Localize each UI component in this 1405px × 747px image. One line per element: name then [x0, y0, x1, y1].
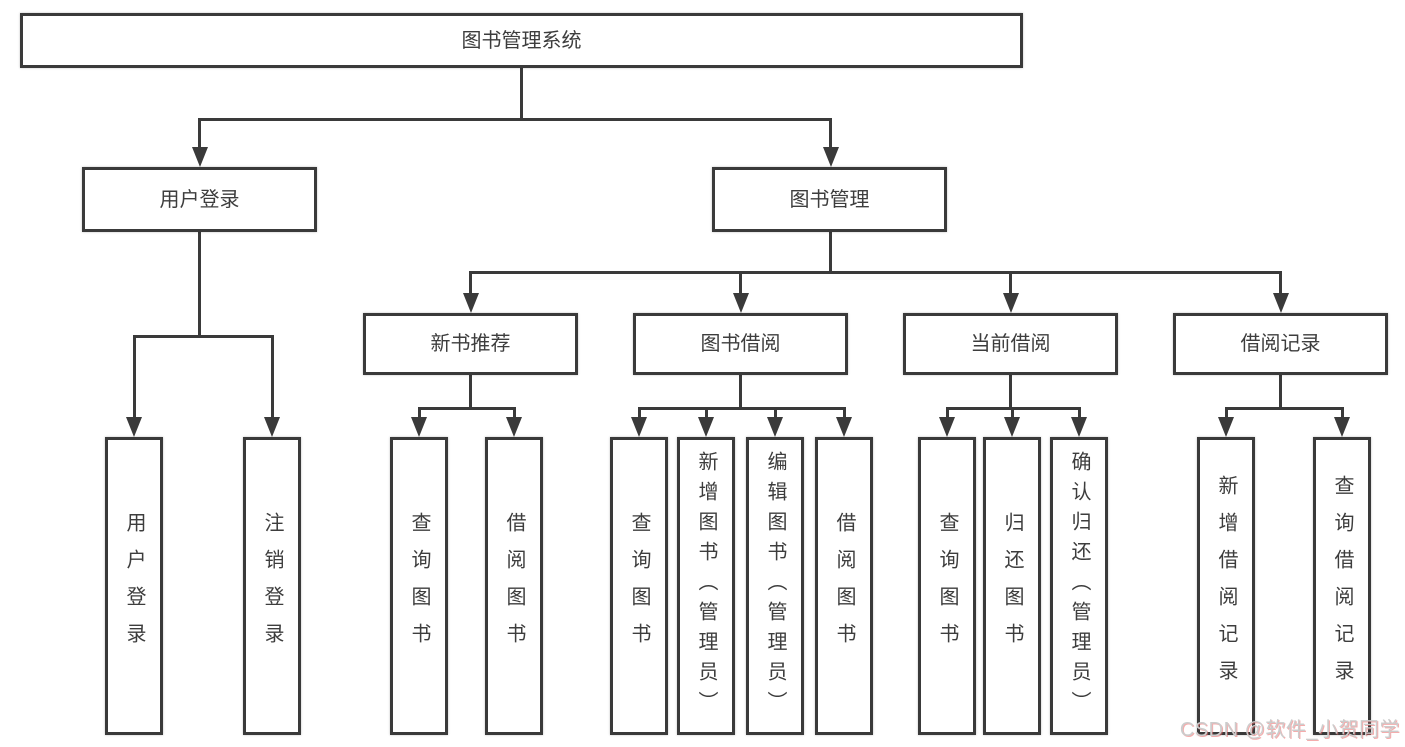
- node-label-leaf-query-book-3: 查询图书: [936, 512, 958, 660]
- arrowhead-icon: [191, 147, 208, 167]
- arrowhead-icon: [1334, 417, 1350, 437]
- node-label-leaf-query-book-1: 查询图书: [408, 512, 430, 660]
- connector-line: [842, 407, 846, 419]
- connector-line: [739, 271, 742, 295]
- arrowhead-icon: [126, 417, 142, 437]
- connector-line: [739, 375, 742, 410]
- arrowhead-icon: [1218, 417, 1234, 437]
- node-label-new-book-rec: 新书推荐: [430, 333, 511, 355]
- connector-line: [637, 407, 641, 419]
- connector-line: [469, 271, 1282, 274]
- arrowhead-icon: [1071, 417, 1087, 437]
- node-leaf-borrow-book-1: 借阅图书: [485, 437, 543, 735]
- node-label-leaf-confirm-return: 确认归还（管理员）: [1068, 451, 1090, 721]
- node-leaf-borrow-book-2: 借阅图书: [815, 437, 873, 735]
- node-leaf-logout: 注销登录: [243, 437, 301, 735]
- arrowhead-icon: [939, 417, 955, 437]
- node-label-leaf-return-book: 归还图书: [1001, 512, 1023, 660]
- connector-line: [829, 118, 832, 149]
- node-book-borrow: 图书借阅: [633, 313, 848, 375]
- node-label-leaf-edit-book: 编辑图书（管理员）: [764, 451, 786, 721]
- arrowhead-icon: [631, 417, 647, 437]
- node-leaf-edit-book: 编辑图书（管理员）: [746, 437, 804, 735]
- connector-line: [417, 407, 516, 410]
- arrowhead-icon: [698, 417, 714, 437]
- arrowhead-icon: [264, 417, 280, 437]
- connector-line: [773, 407, 777, 419]
- node-label-user-login: 用户登录: [159, 188, 240, 211]
- connector-line: [469, 271, 472, 295]
- arrowhead-icon: [1272, 293, 1289, 313]
- node-leaf-confirm-return: 确认归还（管理员）: [1050, 437, 1108, 735]
- node-label-leaf-logout: 注销登录: [261, 512, 283, 660]
- node-label-borrow-record: 借阅记录: [1240, 333, 1321, 355]
- connector-line: [132, 335, 136, 419]
- connector-line: [704, 407, 708, 419]
- arrowhead-icon: [822, 147, 839, 167]
- arrowhead-icon: [1002, 293, 1019, 313]
- node-current-borrow: 当前借阅: [903, 313, 1118, 375]
- connector-line: [829, 232, 832, 274]
- node-leaf-add-book: 新增图书（管理员）: [677, 437, 735, 735]
- connector-line: [637, 407, 846, 410]
- node-label-leaf-query-borrow-record: 查询借阅记录: [1331, 475, 1353, 697]
- node-label-leaf-borrow-book-1: 借阅图书: [503, 512, 525, 660]
- node-borrow-record: 借阅记录: [1173, 313, 1388, 375]
- node-book-mgmt: 图书管理: [712, 167, 947, 232]
- node-label-root: 图书管理系统: [461, 29, 582, 52]
- arrowhead-icon: [462, 293, 479, 313]
- node-root: 图书管理系统: [20, 13, 1023, 68]
- node-leaf-query-book-2: 查询图书: [610, 437, 668, 735]
- arrowhead-icon: [767, 417, 783, 437]
- connector-line: [1340, 407, 1344, 419]
- connector-line: [1279, 375, 1282, 410]
- node-user-login: 用户登录: [82, 167, 317, 232]
- node-leaf-query-borrow-record: 查询借阅记录: [1313, 437, 1371, 735]
- arrowhead-icon: [506, 417, 522, 437]
- connector-line: [198, 232, 201, 338]
- node-leaf-add-borrow-record: 新增借阅记录: [1197, 437, 1255, 735]
- connector-line: [1077, 407, 1081, 419]
- connector-line: [132, 335, 274, 338]
- node-leaf-return-book: 归还图书: [983, 437, 1041, 735]
- node-leaf-query-book-3: 查询图书: [918, 437, 976, 735]
- node-leaf-query-book-1: 查询图书: [390, 437, 448, 735]
- connector-line: [1279, 271, 1282, 295]
- connector-line: [1224, 407, 1344, 410]
- node-leaf-user-login: 用户登录: [105, 437, 163, 735]
- connector-line: [1010, 407, 1014, 419]
- arrowhead-icon: [836, 417, 852, 437]
- node-label-book-mgmt: 图书管理: [789, 188, 870, 211]
- node-label-leaf-query-book-2: 查询图书: [628, 512, 650, 660]
- watermark: CSDN @软件_小贺同学: [1179, 719, 1400, 741]
- node-label-leaf-user-login: 用户登录: [123, 512, 145, 660]
- connector-line: [469, 375, 472, 410]
- connector-line: [198, 118, 832, 121]
- connector-line: [270, 335, 274, 419]
- connector-line: [417, 407, 421, 419]
- connector-line: [1224, 407, 1228, 419]
- node-label-book-borrow: 图书借阅: [700, 333, 781, 355]
- connector-line: [1009, 375, 1012, 410]
- node-label-current-borrow: 当前借阅: [970, 333, 1051, 355]
- arrowhead-icon: [411, 417, 427, 437]
- connector-line: [512, 407, 516, 419]
- connector-line: [945, 407, 949, 419]
- connector-line: [198, 118, 201, 149]
- arrowhead-icon: [732, 293, 749, 313]
- node-label-leaf-add-book: 新增图书（管理员）: [695, 451, 717, 721]
- node-new-book-rec: 新书推荐: [363, 313, 578, 375]
- node-label-leaf-borrow-book-2: 借阅图书: [833, 512, 855, 660]
- connector-line: [520, 68, 523, 121]
- node-label-leaf-add-borrow-record: 新增借阅记录: [1215, 475, 1237, 697]
- arrowhead-icon: [1004, 417, 1020, 437]
- connector-line: [1009, 271, 1012, 295]
